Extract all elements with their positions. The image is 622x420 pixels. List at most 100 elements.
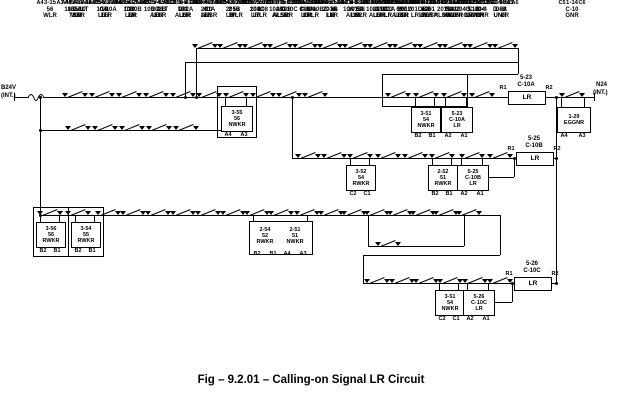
terminal-label: B6: [313, 0, 321, 6]
wire: [94, 215, 95, 222]
terminal-label: C1: [452, 316, 460, 322]
wire: [369, 158, 370, 165]
contact-terminal-mark: [395, 154, 401, 158]
terminal-label: C5: [294, 0, 302, 6]
terminal-label: C6: [386, 0, 394, 6]
terminal-label: A7: [341, 0, 349, 6]
terminal-label: B3: [436, 0, 444, 6]
contact-terminal-mark: [192, 44, 198, 48]
contact-terminal-mark: [315, 154, 321, 158]
wire: [512, 283, 513, 302]
terminal-label: B1: [53, 248, 61, 254]
terminal-label: C4: [461, 0, 469, 6]
wire: [594, 93, 595, 101]
junction-dot: [511, 282, 514, 285]
terminal-label: B6: [165, 0, 173, 6]
terminal-label: C2: [267, 0, 275, 6]
wire: [552, 158, 556, 159]
terminal-label: A6: [111, 0, 119, 6]
contact-terminal-mark: [302, 93, 308, 97]
contact-terminal-mark: [402, 154, 408, 158]
contact-terminal-mark: [295, 154, 301, 158]
terminal-label: A1: [506, 0, 514, 6]
wire: [368, 246, 464, 247]
terminal-label: A6: [108, 0, 116, 6]
terminal-label: A6: [211, 0, 219, 6]
contact-terminal-mark: [242, 44, 248, 48]
contact-terminal-mark: [318, 211, 324, 215]
wire: [350, 158, 351, 165]
contact-terminal-mark: [322, 93, 328, 97]
terminal-label: A5: [118, 0, 126, 6]
contact-terminal-mark: [196, 93, 202, 97]
contact-terminal-mark: [143, 93, 149, 97]
terminal-label: B4: [436, 0, 444, 6]
contact-terminal-mark: [109, 93, 115, 97]
terminal-label: R2: [545, 85, 553, 91]
wire: [445, 97, 446, 107]
terminal-label: A3: [578, 133, 586, 139]
terminal-label: C2: [144, 0, 152, 6]
terminal-label: B1: [445, 191, 453, 197]
terminal-label: A6: [138, 0, 146, 6]
contact-terminal-mark: [190, 211, 196, 215]
junction-dot: [513, 157, 516, 160]
terminal-label: B1: [286, 0, 294, 6]
terminal-label: B5: [119, 0, 127, 6]
terminal-label: C8: [458, 0, 466, 6]
contact-terminal-mark: [367, 44, 373, 48]
terminal-label: A5: [142, 0, 150, 6]
wire: [434, 97, 435, 107]
wire: [466, 74, 518, 75]
contact-terminal-mark: [250, 93, 256, 97]
terminal-label: B2: [431, 191, 439, 197]
terminal-label: B2: [363, 0, 371, 6]
terminal-label: B2: [74, 248, 82, 254]
wire: [467, 283, 468, 290]
terminal-label: A5: [491, 0, 499, 6]
terminal-label: C6: [394, 0, 402, 6]
terminal-label: B5: [412, 0, 420, 6]
contact-terminal-mark: [442, 44, 448, 48]
terminal-label: B1: [269, 251, 277, 257]
contact-terminal-mark: [165, 211, 171, 215]
contact-terminal-mark: [437, 44, 443, 48]
terminal-label: B6: [429, 0, 437, 6]
wire: [59, 215, 60, 222]
figure-caption: Fig – 9.2.01 – Calling-on Signal LR Circ…: [197, 374, 425, 386]
contact-terminal-mark: [215, 211, 221, 215]
terminal-label: A3: [299, 251, 307, 257]
terminal-label: A4: [283, 251, 291, 257]
terminal-label: A5: [455, 0, 463, 6]
terminal-label: R2: [551, 271, 559, 277]
terminal-label: C2: [441, 0, 449, 6]
contact-terminal-mark: [449, 154, 455, 158]
terminal-label: B6: [139, 0, 147, 6]
terminal-label: A4: [36, 0, 44, 6]
terminal-label: C1: [363, 191, 371, 197]
terminal-label: C1: [461, 0, 469, 6]
terminal-label: C3: [366, 0, 374, 6]
contact-terminal-mark: [341, 154, 347, 158]
terminal-label: B5: [320, 0, 328, 6]
terminal-label: A6: [84, 0, 92, 6]
contact-terminal-mark: [422, 154, 428, 158]
terminal-label: A1: [488, 0, 496, 6]
contact-terminal-mark: [294, 211, 300, 215]
terminal-label: C5: [558, 0, 566, 6]
wire: [488, 283, 489, 290]
